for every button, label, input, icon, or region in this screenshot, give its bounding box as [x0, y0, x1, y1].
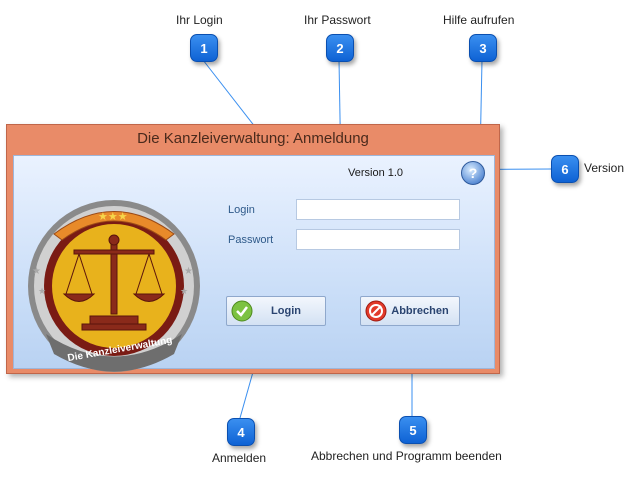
callout-label-5: Abbrechen und Programm beenden: [311, 449, 502, 463]
callout-label-1: Ihr Login: [176, 13, 223, 27]
callout-badge-5: 5: [399, 416, 427, 444]
svg-text:★: ★: [38, 286, 46, 296]
svg-text:★: ★: [184, 266, 193, 277]
callout-label-2: Ihr Passwort: [304, 13, 371, 27]
version-label: Version 1.0: [348, 167, 404, 179]
login-button-label: Login: [271, 305, 301, 317]
help-icon[interactable]: ?: [461, 161, 485, 185]
callout-badge-4: 4: [227, 418, 255, 446]
login-label: Login: [228, 204, 255, 216]
svg-text:★★★: ★★★: [98, 210, 128, 223]
callout-badge-2: 2: [326, 34, 354, 62]
callout-badge-6: 6: [551, 155, 579, 183]
callout-badge-1: 1: [190, 34, 218, 62]
kanzlei-logo: ★★★ ★ ★ ★ ★: [28, 200, 200, 372]
callout-label-3: Hilfe aufrufen: [443, 13, 515, 27]
password-label: Passwort: [228, 234, 274, 246]
dialog-title: Die Kanzleiverwaltung: Anmeldung: [137, 130, 369, 147]
svg-text:★: ★: [32, 266, 41, 277]
login-button[interactable]: Login: [226, 296, 326, 326]
login-input[interactable]: [296, 199, 460, 220]
cancel-icon: [365, 300, 387, 322]
svg-text:★: ★: [180, 286, 188, 296]
callout-label-4: Anmelden: [212, 451, 267, 465]
checkmark-icon: [231, 300, 253, 322]
callout-badge-3: 3: [469, 34, 497, 62]
password-input[interactable]: [296, 229, 460, 250]
dialog-panel: ★★★ ★ ★ ★ ★ Die Kanzleiverwaltung: [13, 155, 495, 372]
callout-label-6: Version: [584, 161, 625, 175]
cancel-button-label: Abbrechen: [391, 305, 449, 317]
login-dialog: Die Kanzleiverwaltung: Anmeldung ★★★ ★ ★…: [6, 124, 500, 374]
cancel-button[interactable]: Abbrechen: [360, 296, 460, 326]
